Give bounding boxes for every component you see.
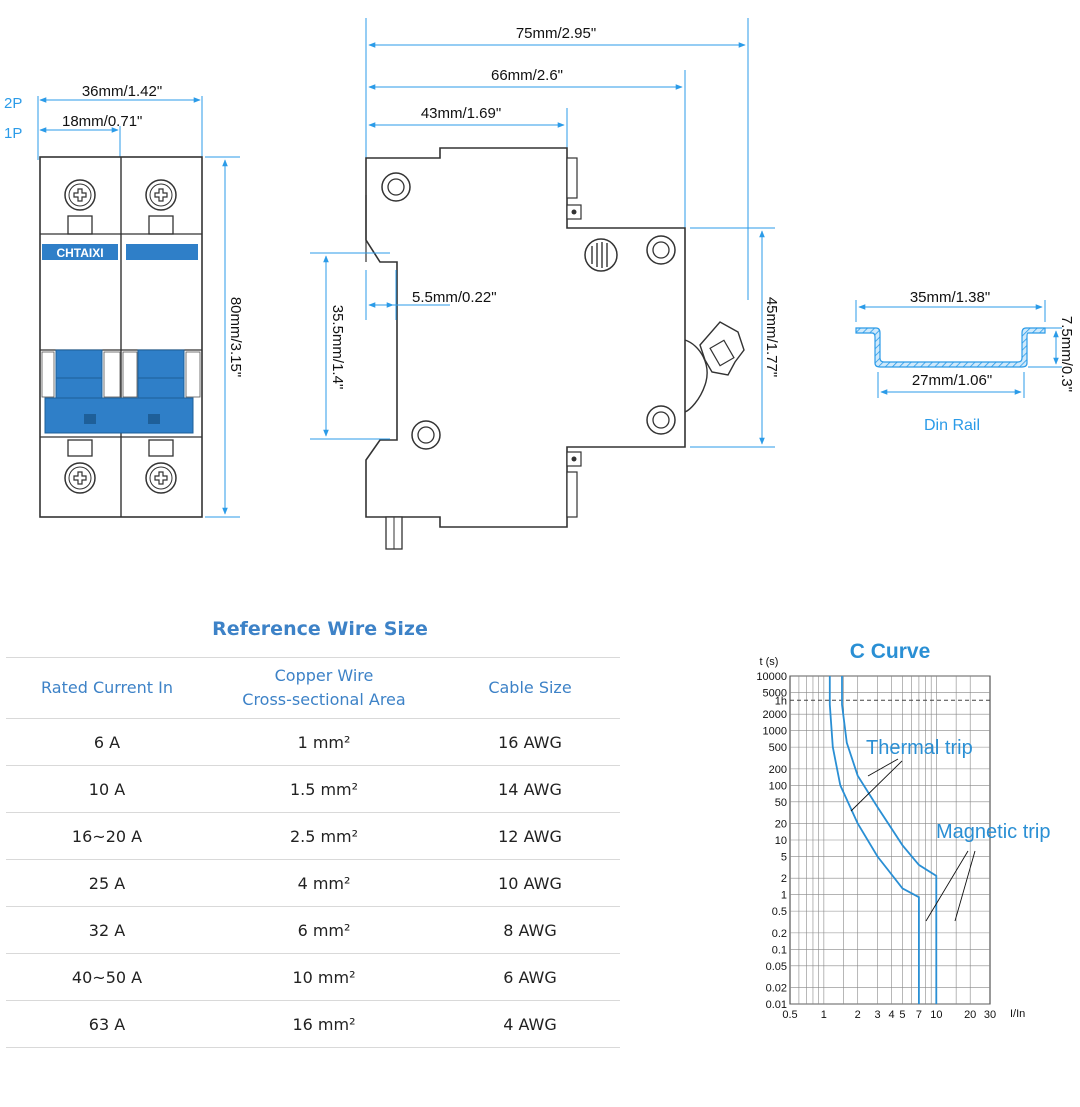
clip-height-label: 35.5mm/1.4" [329,305,346,390]
annotation-pointer [954,850,976,922]
din-rail-height-label: 7.5mm/0.3" [1058,316,1075,392]
brand-label-bar [42,244,118,260]
overall-width-label: 75mm/2.95" [516,25,596,42]
y-tick-label: 5000 [763,687,787,699]
header-copper-wire: Copper Wire Cross-sectional Area [208,657,440,719]
x-tick-label: 10 [930,1009,942,1021]
y-tick-label: 10000 [756,671,787,683]
pole-1p-label: 1P [4,125,22,142]
chart-title: C Curve [850,640,931,663]
y-tick-label: 500 [769,742,787,754]
x-tick-label: 20 [964,1009,976,1021]
brand-label-bar [126,244,198,260]
y-tick-label: 200 [769,764,787,776]
width-2p-label: 36mm/1.42" [82,83,162,100]
side-view: 75mm/2.95" 66mm/2.6" 43mm/1.69" [310,18,780,550]
y-tick-label: 2000 [763,709,787,721]
wire-table-title: Reference Wire Size [212,618,428,640]
din-rail-bottom-label: 27mm/1.06" [912,372,992,389]
x-tick-label: 0.5 [782,1009,797,1021]
y-tick-label: 0.1 [772,944,787,956]
y-tick-label: 20 [775,819,787,831]
y-tick-label: 10 [775,835,787,847]
annotation-pointer [850,760,903,812]
body-width-label: 66mm/2.6" [491,67,563,84]
rail-offset-label: 5.5mm/0.22" [412,289,497,306]
x-axis-label: I/In [1010,1008,1025,1020]
trip-curve-1 [828,676,920,1004]
screw-icon [145,439,177,494]
y-tick-label: 100 [769,780,787,792]
height-label: 80mm/3.15" [227,297,244,377]
y-tick-label: 1000 [763,726,787,738]
brand-label: CHTAIXI [56,246,103,260]
dimension-diagram: 2P 1P 36mm/1.42" 18mm/0.71" CHTAIXI [4,18,1075,550]
chart-grid [789,675,991,1005]
y-tick-label: 1 [781,890,787,902]
trip-curve-2 [841,676,938,1004]
y-tick-label: 0.02 [766,983,787,995]
wire-size-table: Rated Current In Copper Wire Cross-secti… [6,657,620,1048]
x-tick-label: 30 [984,1009,996,1021]
y-tick-label: 0.5 [772,906,787,918]
y-tick-label: 0.2 [772,928,787,940]
annotation-thermal-trip: Thermal trip [866,737,973,759]
x-tick-label: 1 [821,1009,827,1021]
x-tick-label: 4 [889,1009,895,1021]
front-view: 2P 1P 36mm/1.42" 18mm/0.71" CHTAIXI [4,83,244,518]
y-tick-label: 0.01 [766,999,787,1011]
toggle-lever [137,349,185,399]
width-1p-label: 18mm/0.71" [62,113,142,130]
breaker-side-outline [365,147,686,528]
toggle-lever [55,349,103,399]
din-rail-top-label: 35mm/1.38" [910,289,990,306]
table-header-row: Rated Current In Copper Wire Cross-secti… [6,657,620,719]
pole-2p-label: 2P [4,95,22,112]
x-tick-label: 2 [855,1009,861,1021]
x-tick-label: 7 [916,1009,922,1021]
y-tick-label: 0.05 [766,961,787,973]
annotation-magnetic-trip: Magnetic trip [936,821,1051,843]
din-rail-label: Din Rail [924,417,980,434]
din-rail: 35mm/1.38" 27mm/1.06" 7.5mm/0.3" Din Rai… [855,289,1075,434]
chart-series [828,676,938,1004]
y-tick-label: 2 [781,873,787,885]
chart-annotations: Thermal trip Magnetic trip [850,737,1051,922]
header-cable-size: Cable Size [440,657,620,719]
x-tick-label: 5 [899,1009,905,1021]
x-tick-label: 3 [874,1009,880,1021]
screw-icon [64,439,96,494]
y-axis-label: t (s) [760,656,779,668]
depth-label: 45mm/1.77" [763,297,780,377]
screw-icon [64,179,96,235]
y-tick-label: 50 [775,797,787,809]
screw-icon [145,179,177,235]
c-curve-chart: C Curve t (s) I/In 1000050001h2000100050… [756,640,1051,1021]
header-rated-current: Rated Current In [6,657,208,719]
front-width-label: 43mm/1.69" [421,105,501,122]
annotation-pointer [925,850,969,922]
annotation-pointer [867,758,899,777]
y-tick-label: 5 [781,851,787,863]
y-tick-label: 1h [775,695,787,707]
din-rail-profile [855,327,1046,368]
